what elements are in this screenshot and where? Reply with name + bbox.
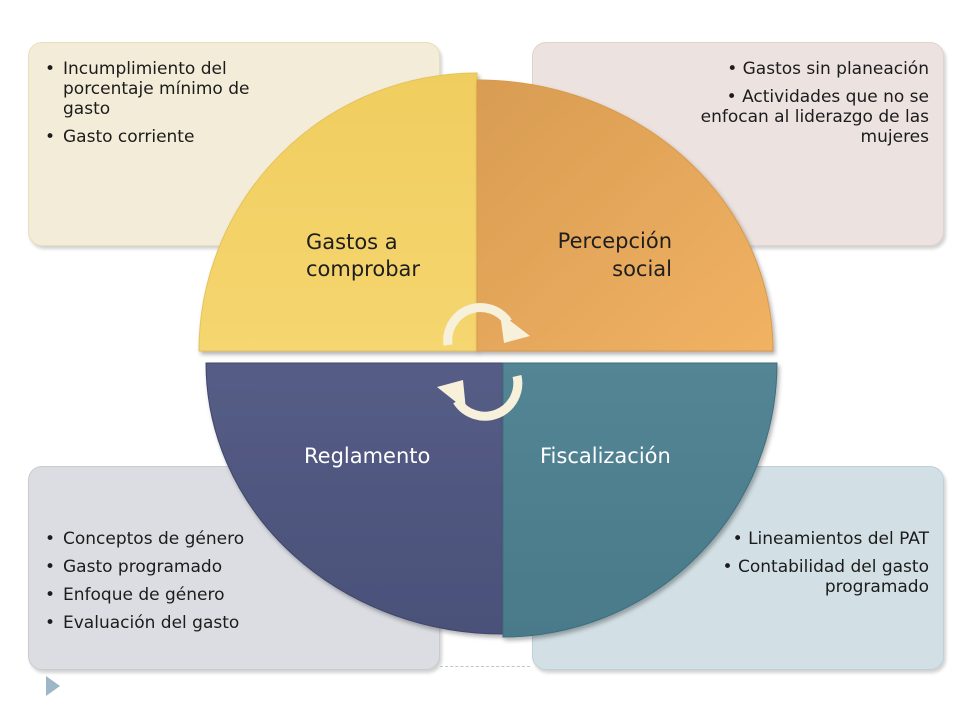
quadrant-bottom-left-label: Reglamento xyxy=(304,444,430,468)
quadrant-top-left-label-line1: Gastos a xyxy=(306,230,398,254)
quadrant-top-left xyxy=(198,72,478,352)
quadrant-bottom-left xyxy=(205,362,504,635)
bottom-right-list: • Lineamientos del PAT • Contabilidad de… xyxy=(679,529,929,605)
list-item: •Enfoque de género xyxy=(45,585,225,605)
list-item: •Evaluación del gasto xyxy=(45,613,240,633)
list-item: • Actividades que no se enfocan al lider… xyxy=(700,87,929,147)
list-item: •Incumplimiento del porcentaje mínimo de… xyxy=(45,59,250,119)
list-item: •Conceptos de género xyxy=(45,529,245,549)
list-item: • Gastos sin planeación xyxy=(727,59,929,79)
list-item: • Lineamientos del PAT xyxy=(732,529,929,549)
top-right-list: • Gastos sin planeación • Actividades qu… xyxy=(679,59,929,155)
top-left-list: •Incumplimiento del porcentaje mínimo de… xyxy=(43,59,273,155)
quadrant-bottom-right-label: Fiscalización xyxy=(540,444,671,468)
quadrant-top-right xyxy=(476,79,774,352)
quadrant-top-left-label-line2: comprobar xyxy=(306,257,420,281)
bottom-left-list: •Conceptos de género •Gasto programado •… xyxy=(43,529,283,641)
triangle-right-icon[interactable] xyxy=(46,676,60,696)
quadrant-top-right-label-line2: social xyxy=(612,257,672,281)
list-item: •Gasto corriente xyxy=(45,127,195,147)
quadrant-bottom-right xyxy=(502,362,778,638)
list-item: • Contabilidad del gasto programado xyxy=(722,557,929,597)
quadrant-top-right-label-line1: Percepción xyxy=(558,229,672,253)
list-item: •Gasto programado xyxy=(45,557,223,577)
cycle-arrows-icon xyxy=(437,303,530,421)
page-separator xyxy=(440,666,530,667)
